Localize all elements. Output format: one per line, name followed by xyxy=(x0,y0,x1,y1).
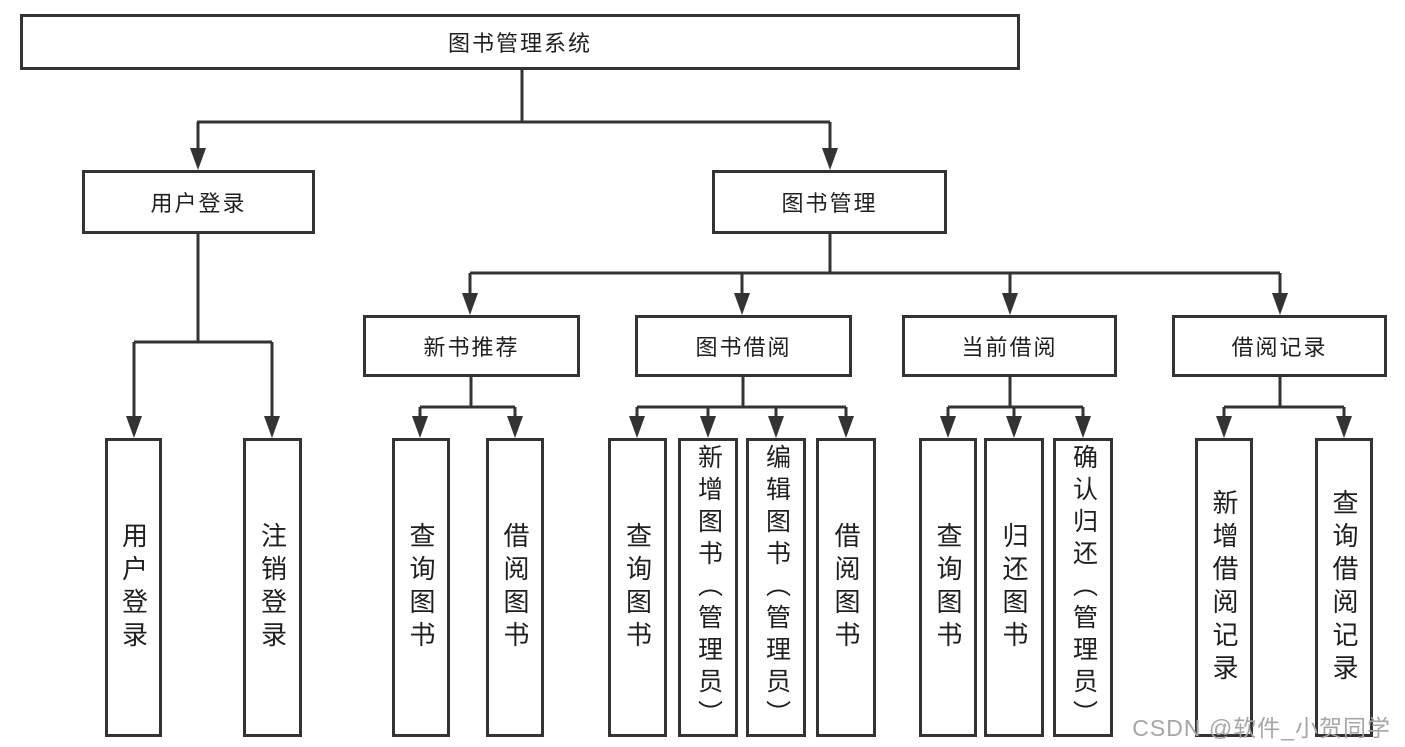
node-user-login-branch: 用户登录 xyxy=(82,170,315,234)
leaf-return-books: 归还图书 xyxy=(984,438,1044,737)
node-label: 用户登录 xyxy=(150,191,247,216)
leaf-label: 借阅图书 xyxy=(500,521,530,654)
node-label: 当前借阅 xyxy=(961,335,1058,360)
leaf-label: 归还图书 xyxy=(999,521,1029,654)
leaf-borrow-books: 借阅图书 xyxy=(816,438,876,737)
leaf-label: 查询图书 xyxy=(406,521,436,654)
leaf-label: 用户登录 xyxy=(118,521,149,654)
leaf-query-books-recommend: 查询图书 xyxy=(392,438,450,737)
leaf-borrow-books-recommend: 借阅图书 xyxy=(486,438,544,737)
node-book-borrowing: 图书借阅 xyxy=(635,315,852,377)
leaf-query-books-borrowing: 查询图书 xyxy=(608,438,667,737)
node-label: 新书推荐 xyxy=(423,335,520,360)
node-label: 图书借阅 xyxy=(695,335,792,360)
leaf-logout: 注销登录 xyxy=(243,438,302,737)
leaf-add-books-admin: 新增图书（管理员） xyxy=(678,438,738,737)
node-new-book-recommendation: 新书推荐 xyxy=(363,315,580,377)
leaf-add-borrow-record: 新增借阅记录 xyxy=(1195,438,1253,737)
node-book-management-branch: 图书管理 xyxy=(712,170,947,234)
node-borrowing-records: 借阅记录 xyxy=(1172,315,1387,377)
leaf-edit-books-admin: 编辑图书（管理员） xyxy=(746,438,806,737)
node-label: 图书管理 xyxy=(781,191,878,216)
node-label: 图书管理系统 xyxy=(447,31,592,56)
leaf-label: 借阅图书 xyxy=(831,521,861,654)
leaf-label: 新增借阅记录 xyxy=(1209,488,1239,687)
node-library-management-system: 图书管理系统 xyxy=(20,14,1020,70)
leaf-label: 查询图书 xyxy=(933,521,963,654)
node-label: 借阅记录 xyxy=(1231,335,1328,360)
leaf-label: 查询借阅记录 xyxy=(1329,488,1359,687)
leaf-query-borrow-record: 查询借阅记录 xyxy=(1315,438,1373,737)
leaf-query-books-current: 查询图书 xyxy=(919,438,977,737)
node-current-borrowing: 当前借阅 xyxy=(902,315,1117,377)
csdn-watermark: CSDN @软件_小贺同学 xyxy=(1132,715,1391,741)
leaf-label: 新增图书（管理员） xyxy=(694,443,723,732)
leaf-label: 确认归还（管理员） xyxy=(1069,443,1098,732)
leaf-label: 编辑图书（管理员） xyxy=(762,443,791,732)
leaf-label: 注销登录 xyxy=(257,521,288,654)
leaf-label: 查询图书 xyxy=(622,521,653,654)
leaf-user-login: 用户登录 xyxy=(105,438,162,737)
leaf-confirm-return-admin: 确认归还（管理员） xyxy=(1053,438,1113,737)
